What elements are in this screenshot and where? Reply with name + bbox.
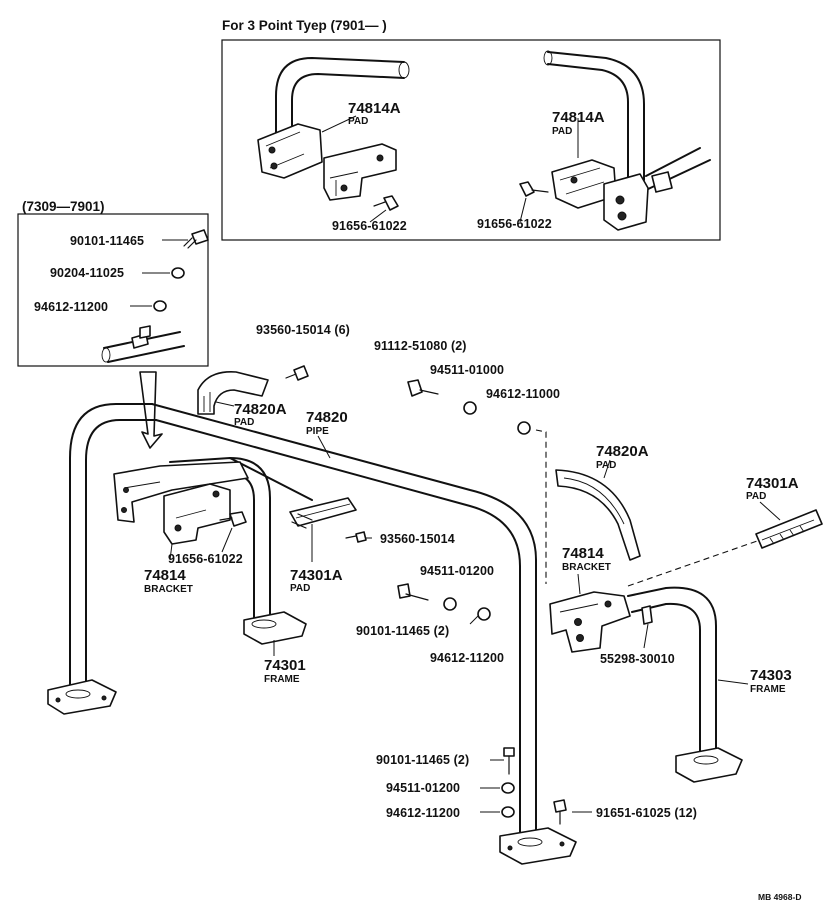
pad-74820A-left — [197, 371, 269, 415]
bracket-74814-left — [113, 461, 249, 545]
inset-right-pipe — [543, 50, 711, 191]
label-74303-frame: FRAME — [750, 684, 786, 695]
label-74814A-right-pad: PAD — [552, 126, 572, 137]
inset-right-bracket — [551, 159, 673, 231]
bracket-74814-right — [549, 591, 631, 653]
washer-94511-a — [463, 401, 477, 415]
inset-3-point: For 3 Point Tyep (7901— ) — [221, 18, 721, 241]
label-91656-top-left: 91656-61022 — [332, 219, 407, 233]
label-90101-inset: 90101-11465 — [70, 234, 144, 248]
label-90204: 90204-11025 — [50, 266, 124, 280]
bolt-91651 — [553, 799, 567, 825]
leader-lines — [169, 401, 781, 813]
label-74301-frame: FRAME — [264, 674, 300, 685]
pad-74301A-mid — [289, 497, 357, 529]
label-74301A-mid: 74301A — [290, 567, 343, 584]
pad-74301A-right — [755, 509, 823, 549]
inset-left-bracket — [323, 143, 397, 201]
label-93560-6: 93560-15014 (6) — [256, 323, 350, 337]
inset-7309-title: (7309—7901) — [22, 199, 105, 214]
label-74814-left: 74814 — [144, 567, 186, 584]
label-94612-a: 94612-11000 — [486, 387, 560, 401]
label-74820-pipe: PIPE — [306, 426, 329, 437]
label-91656-mid: 91656-61022 — [168, 552, 243, 566]
label-90101-bottom: 90101-11465 (2) — [376, 753, 469, 767]
nut-94612-c — [501, 806, 515, 818]
label-93560-b: 93560-15014 — [380, 532, 455, 546]
bolt-90101-mid — [397, 583, 429, 601]
bolt-93560-bottom — [345, 531, 367, 543]
label-74814A-left: 74814A — [348, 100, 401, 117]
inset-nut — [153, 300, 167, 312]
diagram-code: MB 4968-D — [758, 892, 801, 902]
label-74814-left-bracket: BRACKET — [144, 584, 193, 595]
label-55298: 55298-30010 — [600, 652, 675, 666]
label-91651: 91651-61025 (12) — [596, 806, 697, 820]
label-74814-right-bracket: BRACKET — [562, 562, 611, 573]
inset-right-bolt — [519, 181, 549, 197]
label-74820A-left: 74820A — [234, 401, 287, 418]
inset-left-pad — [257, 123, 323, 179]
inset-3-point-title: For 3 Point Tyep (7901— ) — [222, 18, 387, 33]
label-94612-inset: 94612-11200 — [34, 300, 108, 314]
pad-74820A-right — [555, 469, 641, 561]
label-74301A-mid-pad: PAD — [290, 583, 310, 594]
bolt-91112 — [407, 379, 439, 397]
inset-7309: (7309—7901) — [17, 199, 209, 367]
label-74820A-right-pad: PAD — [596, 460, 616, 471]
label-94511-a: 94511-01000 — [430, 363, 504, 377]
label-74301: 74301 — [264, 657, 306, 674]
label-74820A-right: 74820A — [596, 443, 649, 460]
inset-washer — [171, 267, 185, 279]
inset-pipe — [101, 325, 185, 363]
label-74820A-left-pad: PAD — [234, 417, 254, 428]
nut-94612-a — [517, 421, 531, 435]
frame-74301 — [169, 457, 313, 645]
pipe-74820 — [151, 403, 577, 865]
bolt-93560-top — [285, 365, 309, 381]
pin-55298 — [641, 605, 653, 625]
label-94612-c: 94612-11200 — [386, 806, 460, 820]
label-91112: 91112-51080 (2) — [374, 339, 467, 353]
label-74301A-right: 74301A — [746, 475, 799, 492]
inset-7309-border — [17, 213, 209, 367]
arrow-icon — [139, 371, 163, 449]
label-74820: 74820 — [306, 409, 348, 426]
bolt-91656-mid — [219, 511, 247, 527]
inset-3-point-border — [221, 39, 721, 241]
inset-left-bolt — [373, 195, 399, 211]
label-94612-b: 94612-11200 — [430, 651, 504, 665]
washer-94511-b — [443, 597, 457, 611]
nut-94612-b — [477, 607, 491, 621]
washer-94511-c — [501, 782, 515, 794]
label-91656-top-right: 91656-61022 — [477, 217, 552, 231]
label-90101-2: 90101-11465 (2) — [356, 624, 449, 638]
label-74301A-right-pad: PAD — [746, 491, 766, 502]
label-94511-b: 94511-01200 — [420, 564, 494, 578]
frame-74303 — [627, 586, 743, 783]
frame-left-rear — [47, 403, 157, 715]
label-74814A-right: 74814A — [552, 109, 605, 126]
label-74303: 74303 — [750, 667, 792, 684]
label-74814A-left-pad: PAD — [348, 116, 368, 127]
bolt-90101-bottom — [503, 747, 515, 775]
inset-bolt — [183, 229, 209, 249]
label-94511-c: 94511-01200 — [386, 781, 460, 795]
inset-left-pipe — [275, 57, 410, 169]
label-74814-right: 74814 — [562, 545, 604, 562]
